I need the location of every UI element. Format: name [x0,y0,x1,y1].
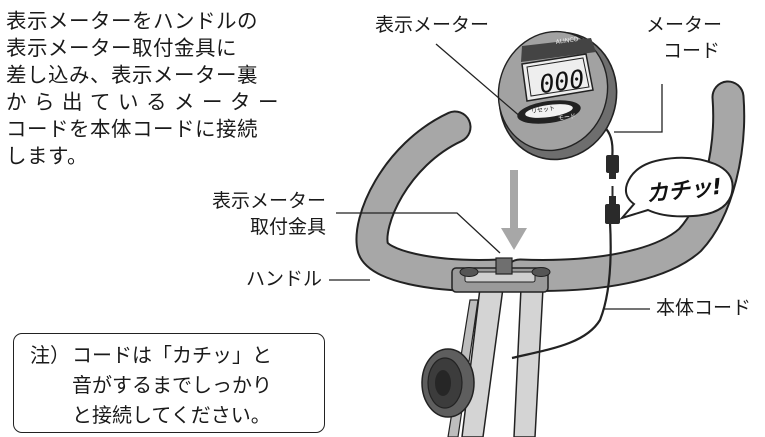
leader-meter [435,43,523,119]
instruction-line: コードを本体コードに接続 [6,117,258,141]
instruction-line: 差し込み、表示メーター裏 [6,63,258,87]
meter-cord-plug [606,155,619,179]
instruction-line: 表示メーター取付金具に [6,36,237,60]
leader-meter-cord [614,84,663,133]
instruction-text: 表示メーターをハンドルの 表示メーター取付金具に 差し込み、表示メーター裏 から… [6,8,306,170]
instruction-line: 表示メーターをハンドルの [6,9,258,33]
display-meter [497,30,618,161]
instruction-line: します。 [6,144,88,168]
tension-knob [421,348,475,418]
note-line: コードは「カチッ」と [72,343,272,367]
label-meter-cord-line1: メーター [646,14,723,36]
meter-button-label: リセット [531,105,556,115]
label-handle: ハンドル [246,268,323,290]
note-box: 注） コードは「カチッ」と 音がするまでしっかり と接続してください。 [13,333,325,433]
leader-lines [329,43,663,310]
body-cord-plug [605,186,620,224]
note-line: 音がするまでしっかり [72,373,272,397]
label-bracket-line2: 取付金具 [250,216,327,238]
note-prefix: 注） [30,343,70,367]
label-bracket-line1: 表示メーター [212,190,327,212]
body-cord [511,221,612,360]
label-meter: 表示メーター [375,14,490,36]
label-meter-cord-line2: コード [663,40,721,62]
leader-bracket [336,212,501,254]
note-line: と接続してください。 [72,403,271,427]
meter-digits: 000 [537,64,586,99]
label-body-cord: 本体コード [656,297,752,319]
instruction-line: から出ているメーター [6,90,286,114]
sound-bubble [618,156,734,220]
handlebar [355,80,746,292]
insert-arrow [501,170,527,250]
meter-button-label: モード [558,113,577,122]
meter-bracket [451,257,551,293]
meter-brand: ALINCO [555,36,579,46]
